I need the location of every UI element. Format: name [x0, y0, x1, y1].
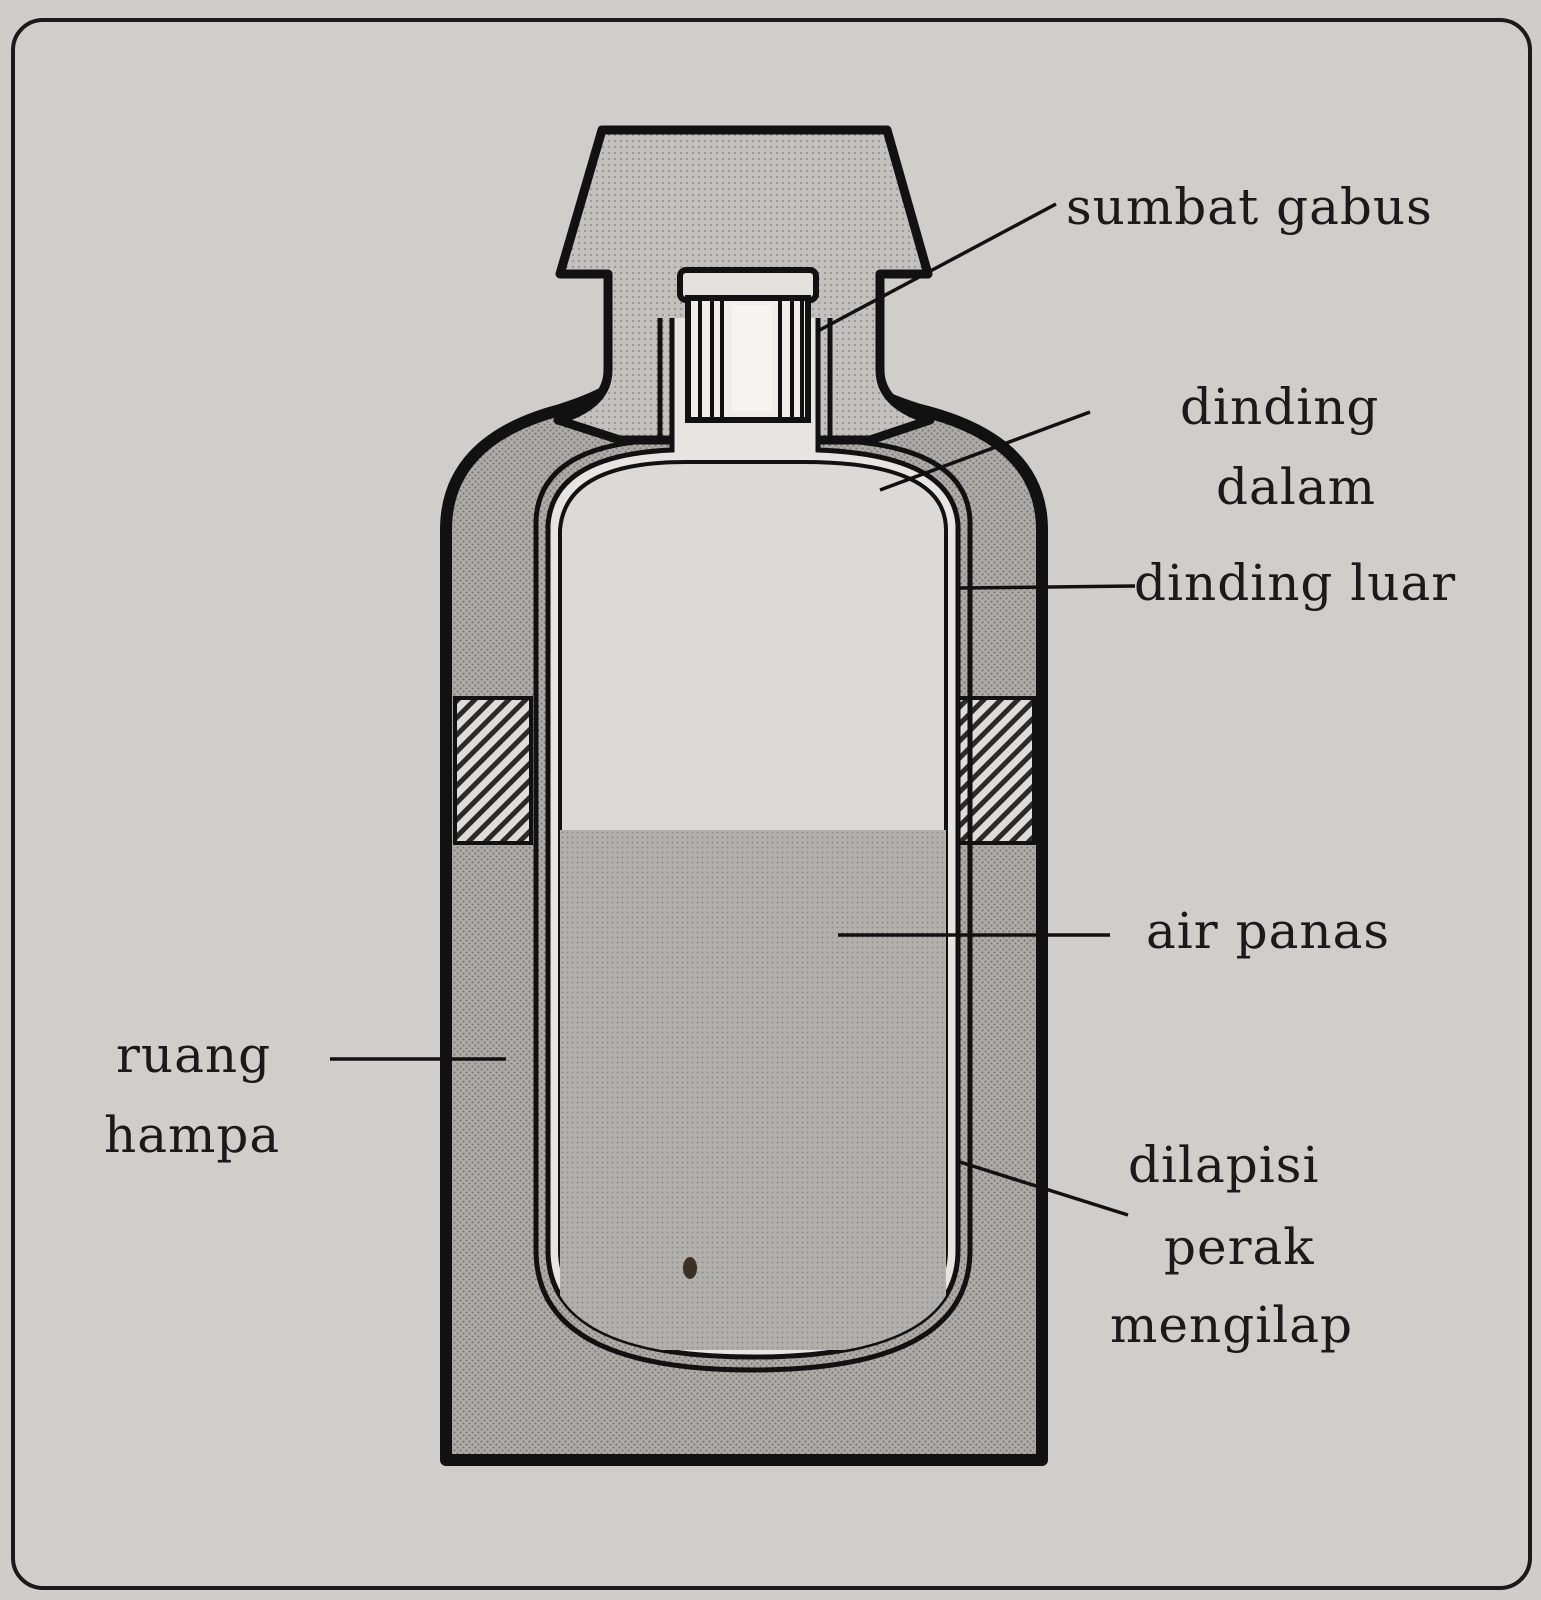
label-dinding-dalam-1: dinding [1180, 378, 1380, 436]
label-dilapisi-1: dilapisi [1128, 1136, 1320, 1194]
label-sumbat-gabus: sumbat gabus [1066, 178, 1433, 236]
leader-dilapisi [959, 1160, 1129, 1217]
leader-sumbat-gabus [815, 202, 1057, 334]
leader-dinding-dalam [879, 410, 1091, 492]
leader-lines [330, 202, 1136, 1217]
label-ruang-hampa-1: ruang [116, 1026, 272, 1084]
leader-dinding-luar [959, 584, 1136, 590]
inner-wall [533, 318, 973, 1373]
label-ruang-hampa-2: hampa [104, 1106, 281, 1164]
label-air-panas: air panas [1146, 902, 1391, 960]
label-dinding-dalam-2: dalam [1216, 458, 1377, 516]
band-left [453, 696, 533, 845]
label-dinding-luar: dinding luar [1134, 554, 1457, 612]
ink-blot [683, 1257, 697, 1279]
cork-texture [698, 300, 804, 420]
hot-water [560, 830, 946, 1350]
label-dilapisi-2: perak [1164, 1218, 1315, 1276]
label-dilapisi-3: mengilap [1110, 1296, 1354, 1354]
